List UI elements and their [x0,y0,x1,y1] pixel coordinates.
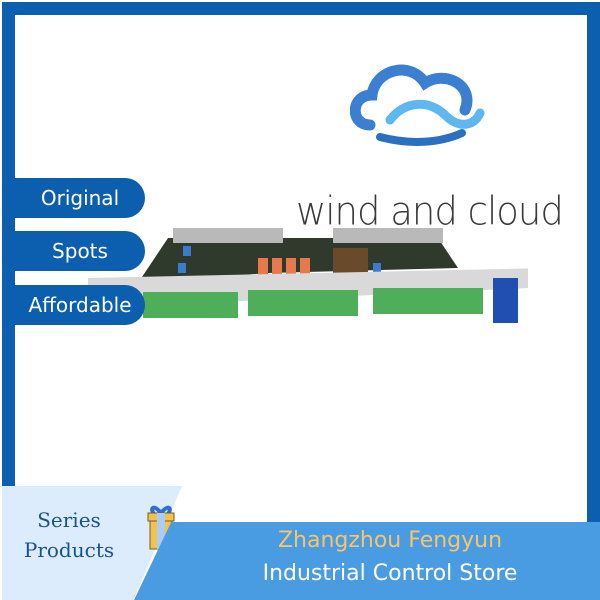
store-name-line1: Zhangzhou Fengyun [277,528,503,553]
series-line1: Series [37,508,101,532]
series-line2: Products [23,538,115,562]
store-name-line2: Industrial Control Store [262,561,518,586]
circuit-board-image [88,228,528,323]
badge-original: Original [15,178,145,218]
cloud-logo-icon [350,64,485,146]
badge-spots: Spots [15,231,145,271]
brand-name: wind and cloud [296,188,564,235]
store-banner [134,522,600,600]
badge-affordable: Affordable [15,285,145,325]
series-products-label: Series Products [14,505,124,565]
blue-frame [2,2,600,575]
